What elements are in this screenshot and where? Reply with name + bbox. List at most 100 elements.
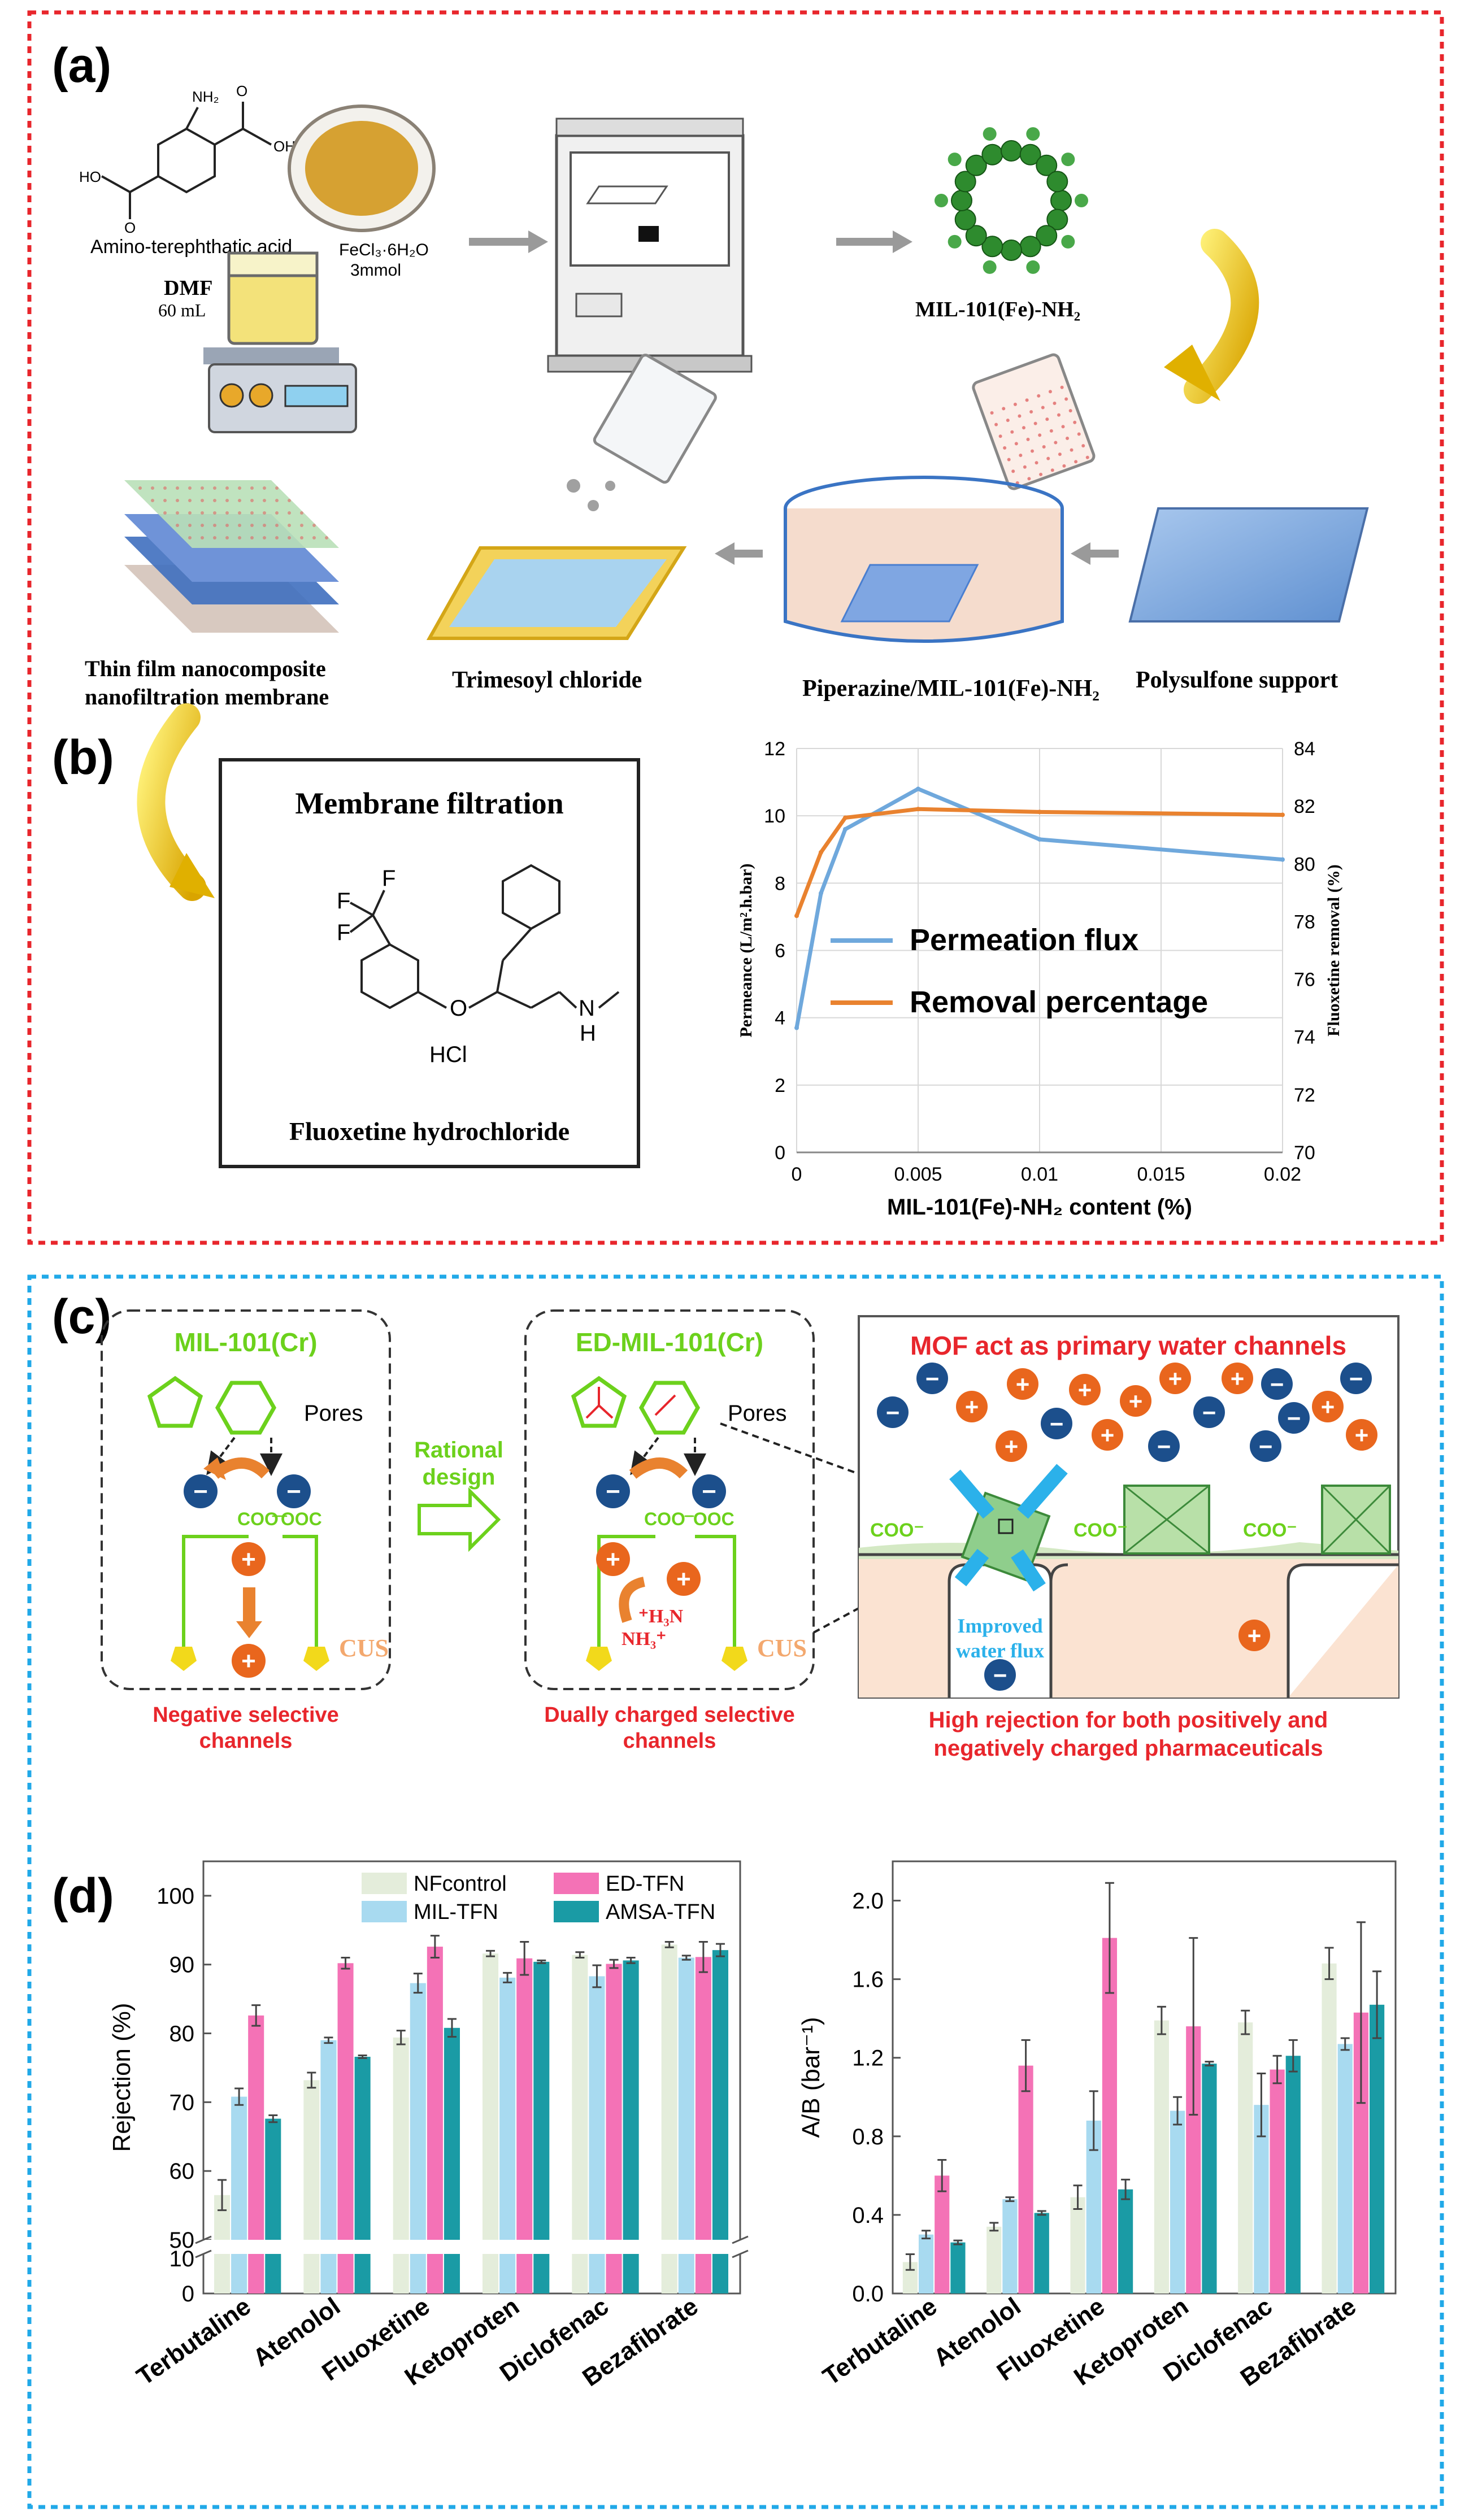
mof-node-outer xyxy=(983,260,997,274)
series-point-0 xyxy=(1037,837,1042,842)
anion-sign: − xyxy=(1050,1411,1064,1437)
cus-node-1a xyxy=(171,1647,197,1671)
dual-label-2: channels xyxy=(623,1729,716,1753)
f-label-1: F xyxy=(337,889,350,913)
cation-sign: + xyxy=(1231,1365,1245,1392)
compound-label: Fluoxetine hydrochloride xyxy=(289,1117,570,1146)
membrane-filtration-box xyxy=(219,758,640,1168)
anion xyxy=(1278,1402,1310,1434)
ion-cloud: −−++−++++−+−−+−+−+− xyxy=(877,1363,1377,1462)
series-point-1 xyxy=(916,807,920,812)
panel-a-label: (a) xyxy=(52,38,111,93)
mof-node-outer xyxy=(948,234,962,249)
anion-sign: − xyxy=(1349,1365,1363,1392)
amino-terephthalic-acid-structure xyxy=(101,102,272,219)
mof-node xyxy=(1001,240,1022,261)
mil-101-fe-nh2-structure xyxy=(935,127,1088,274)
x-axis-label: MIL-101(Fe)-NH₂ content (%) xyxy=(887,1195,1192,1220)
pores-label-1: Pores xyxy=(304,1401,363,1426)
anion-sign: − xyxy=(1202,1399,1216,1426)
y-left-axis-label: Permeance (L/m².h.bar) xyxy=(737,863,755,1037)
o-label-1: O xyxy=(236,82,247,99)
cation xyxy=(1312,1391,1344,1422)
cation xyxy=(1222,1363,1253,1394)
psf-label: Polysulfone support xyxy=(1136,667,1338,693)
neg-label-1: Negative selective xyxy=(153,1703,339,1727)
bar xyxy=(712,1950,728,2293)
ho-label: HO xyxy=(79,168,101,185)
high-rejection-1: High rejection for both positively and xyxy=(929,1708,1328,1733)
bar xyxy=(337,1963,354,2293)
panel-b-label: (b) xyxy=(52,730,114,785)
bar xyxy=(1034,2213,1049,2293)
bar xyxy=(950,2242,966,2293)
bar xyxy=(1337,2044,1353,2293)
svg-text:−: − xyxy=(993,1662,1007,1688)
y-right-tick-label: 72 xyxy=(1294,1085,1315,1106)
legend-swatch xyxy=(554,1901,599,1922)
bar xyxy=(1370,2004,1385,2293)
anion-sign: − xyxy=(1157,1433,1171,1460)
x-tick-label: 0.005 xyxy=(894,1164,942,1185)
y-tick-label-lower: 10 xyxy=(169,2247,195,2271)
tfn-label-line1: Thin film nanocomposite xyxy=(85,656,326,681)
ed-mil-101-box xyxy=(524,1309,815,1690)
polysulfone-sheet xyxy=(1128,507,1369,623)
mil-101-title: MIL-101(Cr) xyxy=(174,1328,317,1357)
mof-node xyxy=(1019,236,1041,258)
hcl-label: HCl xyxy=(429,1042,467,1067)
mof-node-outer xyxy=(1061,153,1075,167)
f-label-2: F xyxy=(337,920,350,945)
category-label: Terbutaline xyxy=(818,2292,942,2391)
coo-label-1: COO⁻ xyxy=(237,1509,288,1529)
y-right-tick-label: 74 xyxy=(1294,1027,1315,1048)
anion-sign: − xyxy=(1287,1405,1301,1431)
legend-swatch xyxy=(362,1873,407,1894)
bar xyxy=(393,2037,409,2293)
legend-label: NFcontrol xyxy=(414,1872,507,1896)
bar xyxy=(354,2056,371,2293)
anion xyxy=(1193,1396,1225,1428)
f-label-3: F xyxy=(382,866,395,891)
mof-node-outer xyxy=(1061,234,1075,249)
bar xyxy=(303,2080,320,2293)
curved-arrow-right xyxy=(1184,229,1259,404)
anion xyxy=(1041,1408,1072,1439)
axis-break-overlay xyxy=(198,2240,746,2254)
pores-label-2: Pores xyxy=(728,1401,787,1426)
cation xyxy=(1069,1374,1101,1405)
y-right-tick-label: 82 xyxy=(1294,796,1315,817)
ooc-label-2: ⁻OOC xyxy=(684,1509,734,1529)
cus-node-1b xyxy=(303,1647,329,1671)
legend-label-1: Removal percentage xyxy=(910,985,1208,1019)
nh2-label: NH₂ xyxy=(192,88,219,105)
bar xyxy=(661,1944,677,2293)
series-point-1 xyxy=(843,815,847,820)
cation-sign: + xyxy=(1129,1388,1143,1414)
down-arrow xyxy=(236,1621,262,1638)
cation-sign: + xyxy=(1005,1433,1019,1460)
oven-icon xyxy=(547,117,753,373)
mof-node xyxy=(1001,140,1022,162)
y-axis-label: Rejection (%) xyxy=(108,2003,136,2152)
mof-node-outer xyxy=(1026,260,1040,274)
mof-label-a: MIL-101(Fe)-NH₂ xyxy=(915,298,1080,321)
bar xyxy=(678,1957,694,2293)
bar xyxy=(572,1955,588,2293)
series-point-0 xyxy=(916,786,920,791)
high-rejection-2: negatively charged pharmaceuticals xyxy=(933,1736,1323,1761)
y-axis-label: A/B (bar⁻¹) xyxy=(797,2017,825,2138)
anion-3 xyxy=(596,1474,630,1508)
bar xyxy=(533,1961,550,2293)
y-tick-label-zero: 0 xyxy=(182,2282,194,2306)
mof-node xyxy=(1050,190,1072,211)
arrow-to-oven xyxy=(528,230,548,253)
y-tick-label: 1.2 xyxy=(852,2046,884,2071)
fecl3-label: FeCl₃·6H₂O xyxy=(339,241,429,259)
ed-mil-101-title: ED-MIL-101(Cr) xyxy=(576,1328,763,1357)
anion xyxy=(1250,1430,1281,1462)
rational-label-2: design xyxy=(423,1465,496,1490)
y-tick-label: 1.6 xyxy=(852,1968,884,1992)
bar xyxy=(1002,2199,1018,2293)
mil-101-box xyxy=(101,1309,391,1690)
